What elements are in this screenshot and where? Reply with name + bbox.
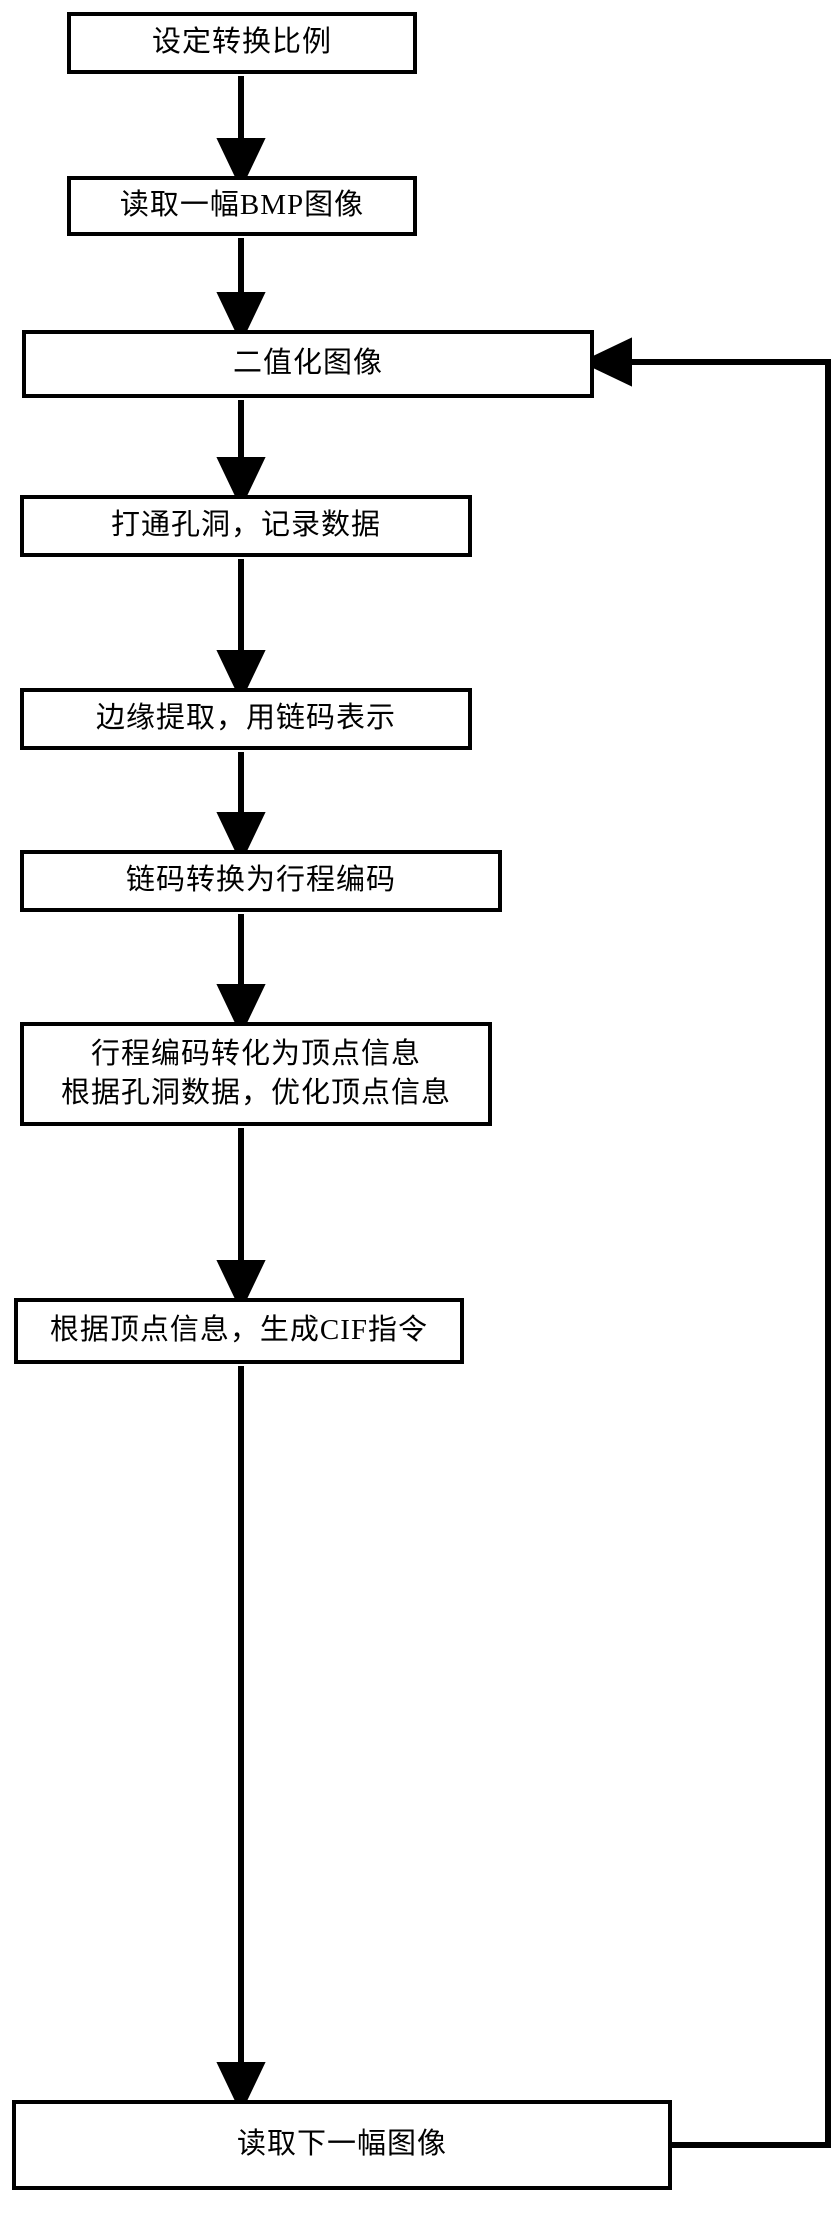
flow-node-label: 二值化图像 bbox=[232, 347, 383, 380]
flow-node-read-bmp-image[interactable]: 读取一幅BMP图像 bbox=[67, 176, 417, 236]
flow-node-run-length-to-vertices[interactable]: 行程编码转化为顶点信息 根据孔洞数据，优化顶点信息 bbox=[20, 1022, 492, 1126]
flow-node-label: 读取一幅BMP图像 bbox=[119, 189, 365, 222]
flow-node-fill-holes-record-data[interactable]: 打通孔洞，记录数据 bbox=[20, 495, 472, 557]
flow-node-label: 行程编码转化为顶点信息 根据孔洞数据，优化顶点信息 bbox=[60, 1037, 451, 1109]
flow-node-label: 边缘提取，用链码表示 bbox=[95, 702, 396, 735]
flow-node-label: 根据顶点信息，生成CIF指令 bbox=[49, 1314, 429, 1347]
flow-node-label: 读取下一幅图像 bbox=[236, 2128, 447, 2161]
flow-node-edge-extraction-chain-code[interactable]: 边缘提取，用链码表示 bbox=[20, 688, 472, 750]
flow-node-generate-cif-instructions[interactable]: 根据顶点信息，生成CIF指令 bbox=[14, 1298, 464, 1364]
flow-node-label: 设定转换比例 bbox=[151, 26, 332, 59]
flow-node-chain-code-to-run-length[interactable]: 链码转换为行程编码 bbox=[20, 850, 502, 912]
flow-node-label: 打通孔洞，记录数据 bbox=[110, 509, 381, 542]
flow-node-read-next-image[interactable]: 读取下一幅图像 bbox=[12, 2100, 672, 2190]
flow-node-label: 链码转换为行程编码 bbox=[125, 864, 396, 897]
edge-n9-n3-feedback bbox=[580, 337, 831, 2148]
flow-node-set-conversion-ratio[interactable]: 设定转换比例 bbox=[67, 12, 417, 74]
flow-node-binarize-image[interactable]: 二值化图像 bbox=[22, 330, 594, 398]
